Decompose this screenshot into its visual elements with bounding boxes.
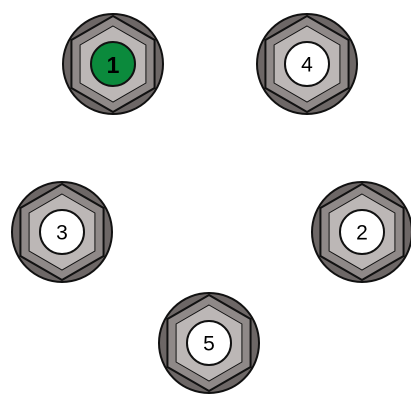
lug-nut-5[interactable]: 5 [159,293,259,393]
nut-number-label: 3 [56,222,68,245]
nut-number-label: 1 [107,52,120,78]
nut-number-label: 4 [301,54,313,77]
nut-number-label: 5 [203,333,215,356]
lug-nut-2[interactable]: 2 [312,182,411,282]
lug-nut-4[interactable]: 4 [257,14,357,114]
lug-nut-1[interactable]: 1 [63,14,163,114]
lug-nut-3[interactable]: 3 [12,182,112,282]
nut-number-label: 2 [356,222,368,245]
